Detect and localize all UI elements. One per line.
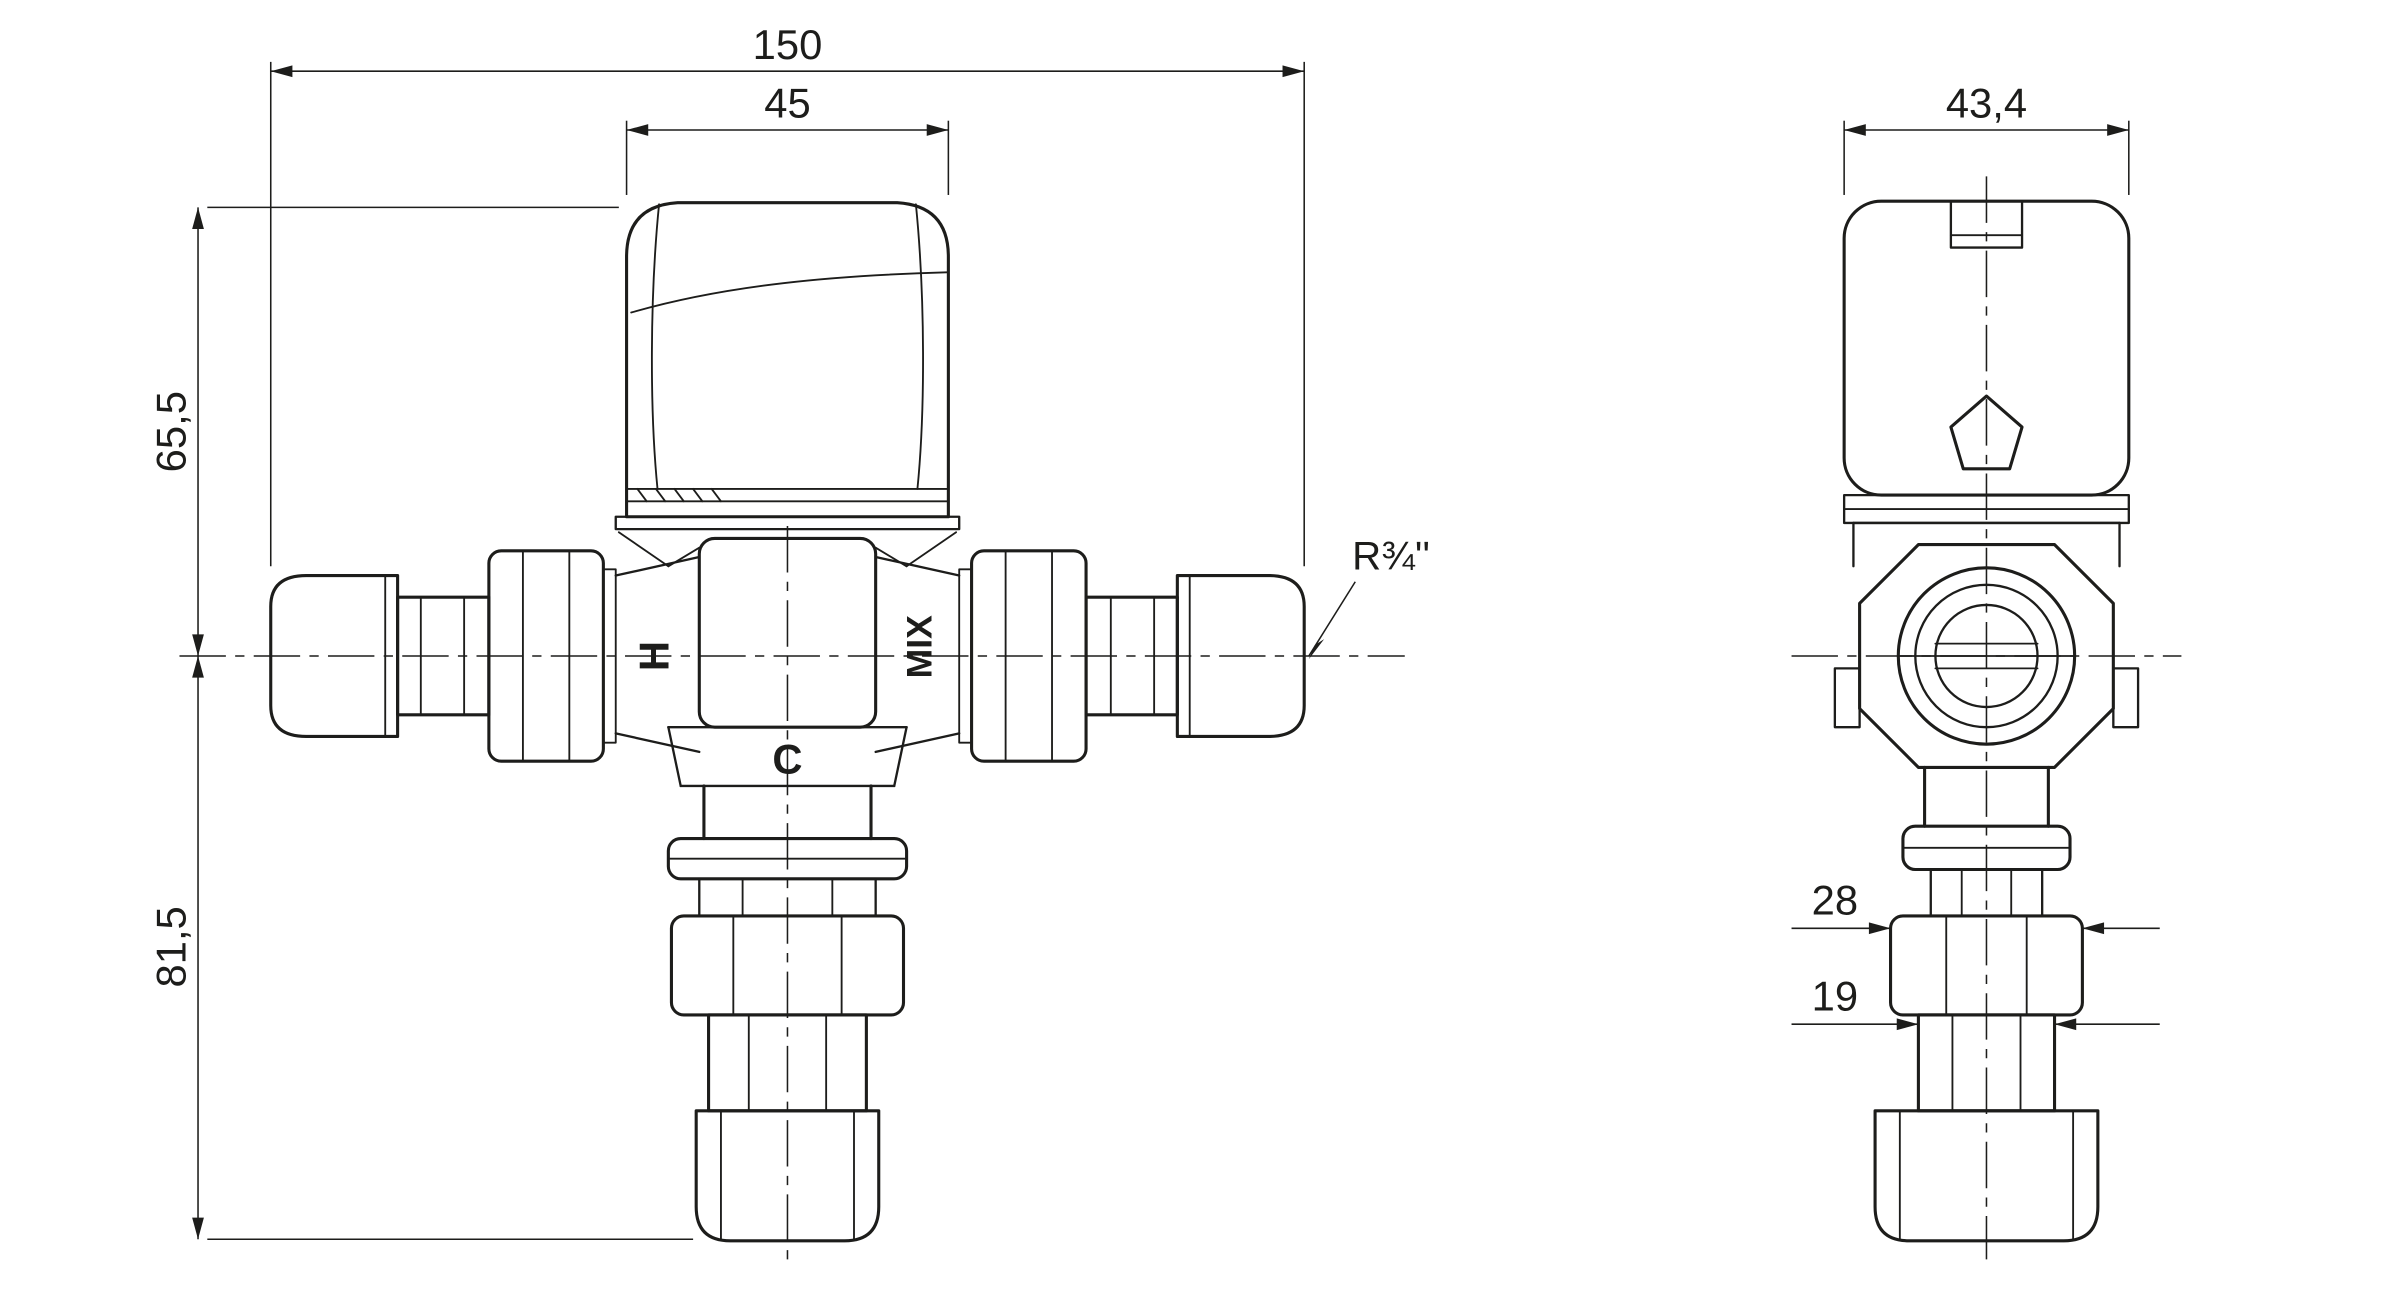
dimension-knob-width: 45	[625, 80, 950, 195]
right-port	[958, 549, 1306, 763]
knob	[625, 201, 950, 519]
knob-knurling	[636, 487, 722, 503]
dimension-upper-height: 65,5	[148, 206, 619, 656]
right-ear-tab	[2112, 667, 2140, 729]
bottom-end-cap	[694, 1109, 881, 1243]
left-end-cap	[269, 574, 400, 738]
side-bottom-port	[1873, 765, 2100, 1243]
dimension-total-width: 150	[269, 21, 1305, 567]
dim-text-150: 150	[753, 21, 823, 68]
dim-text-43-4: 43,4	[1946, 80, 2027, 127]
port-hot-label: H	[630, 641, 677, 671]
thread-label-text: R¾''	[1352, 533, 1430, 578]
port-mix-label: MIX	[899, 615, 939, 679]
dimensions: 150 45 65,5 81,5	[148, 21, 2160, 1241]
dim-text-28: 28	[1812, 876, 1858, 923]
arrow-indicator-icon	[1949, 394, 2024, 471]
left-port	[269, 549, 617, 763]
side-view	[1833, 199, 2140, 1243]
side-body	[1833, 493, 2140, 769]
centerlines	[179, 176, 2182, 1260]
dim-text-19: 19	[1812, 972, 1858, 1019]
port-cold-label: C	[772, 736, 802, 783]
thread-callout: R¾''	[1308, 533, 1430, 660]
left-ear-tab	[1833, 667, 1861, 729]
bottom-port	[666, 784, 909, 1243]
dimension-tail-width: 19	[1791, 972, 2160, 1031]
cap-clip-notch	[1949, 199, 2024, 249]
dim-text-45: 45	[764, 80, 810, 127]
hex-boss-octagon	[1858, 543, 2115, 769]
right-end-cap	[1175, 574, 1306, 738]
dim-text-81-5: 81,5	[148, 906, 195, 987]
dimension-hex-width: 28	[1791, 876, 2160, 935]
dimension-side-width: 43,4	[1843, 80, 2130, 195]
dimension-lower-height: 81,5	[148, 656, 694, 1241]
valve-body: H MIX C	[614, 515, 961, 788]
front-view: H MIX C	[269, 201, 1306, 1243]
side-end-cap	[1873, 1109, 2100, 1243]
dim-text-65-5: 65,5	[148, 391, 195, 472]
